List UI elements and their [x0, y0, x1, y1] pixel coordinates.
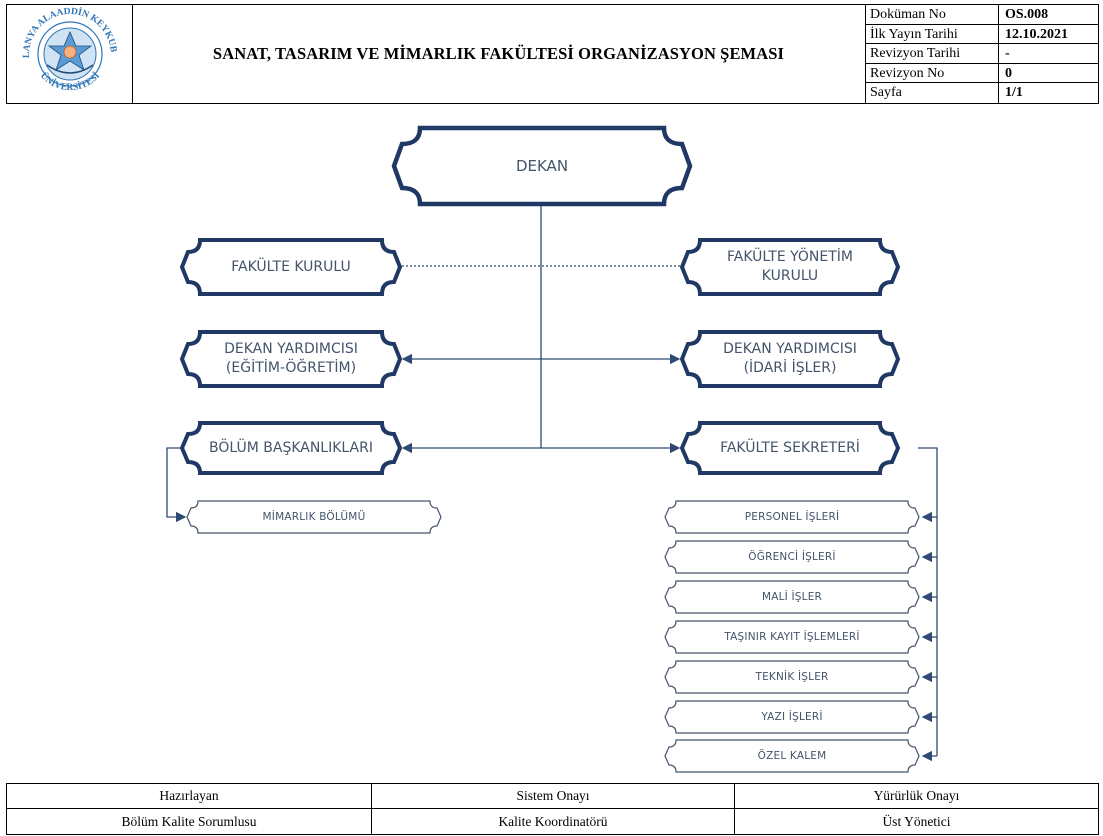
label-line: (İDARİ İŞLER)	[743, 360, 837, 376]
unit-label: MALİ İŞLER	[761, 590, 823, 603]
fakulte-sekreteri-label: FAKÜLTE SEKRETERİ	[720, 439, 860, 456]
unit-label: ÖĞRENCİ İŞLERİ	[748, 550, 836, 563]
approval-value: Kalite Koordinatörü	[372, 809, 735, 834]
label-line: DEKAN YARDIMCISI	[224, 341, 358, 358]
fakulte-yonetim-kurulu-label: FAKÜLTE YÖNETİM KURULU	[727, 248, 853, 286]
org-chart: DEKAN FAKÜLTE KURULU FAKÜLTE YÖNETİM KUR…	[0, 104, 1103, 780]
meta-row: İlk Yayın Tarihi 12.10.2021	[865, 24, 1098, 45]
university-logo: ALANYA ALAADDİN KEYKUBAT ÜNİVERSİTESİ	[4, 0, 119, 93]
meta-value: 0	[998, 63, 1098, 83]
meta-value: 12.10.2021	[998, 24, 1098, 44]
meta-label: İlk Yayın Tarihi	[870, 26, 958, 42]
label-line: KURULU	[761, 268, 819, 284]
meta-value: 1/1	[998, 83, 1098, 103]
bolum-baskanliklari-label: BÖLÜM BAŞKANLIKLARI	[209, 439, 373, 456]
document-meta-table: Doküman No OS.008 İlk Yayın Tarihi 12.10…	[865, 5, 1098, 103]
dekan-label: DEKAN	[515, 156, 569, 175]
approval-header: Sistem Onayı	[372, 784, 735, 809]
fakulte-kurulu-label: FAKÜLTE KURULU	[231, 258, 351, 275]
meta-row: Revizyon No 0	[865, 63, 1098, 84]
approval-table: Hazırlayan Sistem Onayı Yürürlük Onayı B…	[6, 783, 1099, 835]
node-bolum-baskanliklari: BÖLÜM BAŞKANLIKLARI	[179, 421, 403, 475]
meta-value: -	[998, 44, 1098, 63]
unit-label: ÖZEL KALEM	[757, 749, 827, 762]
node-fakulte-kurulu: FAKÜLTE KURULU	[179, 238, 403, 296]
node-dekan: DEKAN	[391, 125, 693, 207]
meta-row: Doküman No OS.008	[865, 5, 1098, 25]
unit-label: PERSONEL İŞLERİ	[744, 510, 840, 523]
document-header: ALANYA ALAADDİN KEYKUBAT ÜNİVERSİTESİ SA…	[4, 0, 1099, 104]
node-personel-isleri: PERSONEL İŞLERİ	[664, 500, 920, 534]
node-fakulte-yonetim-kurulu: FAKÜLTE YÖNETİM KURULU	[679, 238, 901, 296]
approval-header: Hazırlayan	[7, 784, 372, 809]
document-title: SANAT, TASARIM VE MİMARLIK FAKÜLTESİ ORG…	[212, 44, 785, 63]
unit-label: YAZI İŞLERİ	[761, 710, 823, 723]
node-teknik-isler: TEKNİK İŞLER	[664, 660, 920, 694]
meta-label: Revizyon Tarihi	[870, 46, 961, 62]
node-mimarlik-bolumu: MİMARLIK BÖLÜMÜ	[186, 500, 442, 534]
node-yazi-isleri: YAZI İŞLERİ	[664, 700, 920, 734]
node-ogrenci-isleri: ÖĞRENCİ İŞLERİ	[664, 540, 920, 574]
label-line: DEKAN YARDIMCISI	[723, 341, 857, 358]
approval-header: Yürürlük Onayı	[735, 784, 1098, 809]
node-ozel-kalem: ÖZEL KALEM	[664, 739, 920, 773]
meta-row: Sayfa 1/1	[865, 83, 1098, 103]
label-line: (EĞİTİM-ÖĞRETİM)	[225, 360, 357, 376]
meta-label: Sayfa	[870, 85, 902, 101]
approval-value: Üst Yönetici	[882, 813, 951, 829]
title-cell: SANAT, TASARIM VE MİMARLIK FAKÜLTESİ ORG…	[132, 5, 866, 103]
connector-lines	[166, 204, 938, 762]
node-mali-isler: MALİ İŞLER	[664, 580, 920, 614]
node-tasinir-kayit-islemleri: TAŞINIR KAYIT İŞLEMLERİ	[664, 620, 920, 654]
meta-value: OS.008	[998, 5, 1098, 24]
meta-label: Doküman No	[870, 7, 946, 22]
dekan-frame	[391, 125, 693, 207]
mimarlik-bolumu-label: MİMARLIK BÖLÜMÜ	[262, 510, 366, 523]
unit-label: TAŞINIR KAYIT İŞLEMLERİ	[724, 630, 860, 643]
dekan-yardimcisi-egitim-label: DEKAN YARDIMCISI (EĞİTİM-ÖĞRETİM)	[224, 340, 358, 378]
node-dekan-yardimcisi-idari: DEKAN YARDIMCISI (İDARİ İŞLER)	[679, 330, 901, 388]
label-line: FAKÜLTE YÖNETİM	[727, 249, 853, 266]
node-fakulte-sekreteri: FAKÜLTE SEKRETERİ	[679, 421, 901, 475]
logo-cell: ALANYA ALAADDİN KEYKUBAT ÜNİVERSİTESİ	[4, 0, 133, 103]
dekan-yardimcisi-idari-label: DEKAN YARDIMCISI (İDARİ İŞLER)	[723, 340, 857, 378]
meta-label: Revizyon No	[870, 65, 945, 81]
approval-value: Bölüm Kalite Sorumlusu	[7, 809, 372, 834]
unit-label: TEKNİK İŞLER	[755, 670, 829, 683]
meta-row: Revizyon Tarihi -	[865, 44, 1098, 64]
node-dekan-yardimcisi-egitim: DEKAN YARDIMCISI (EĞİTİM-ÖĞRETİM)	[179, 330, 403, 388]
